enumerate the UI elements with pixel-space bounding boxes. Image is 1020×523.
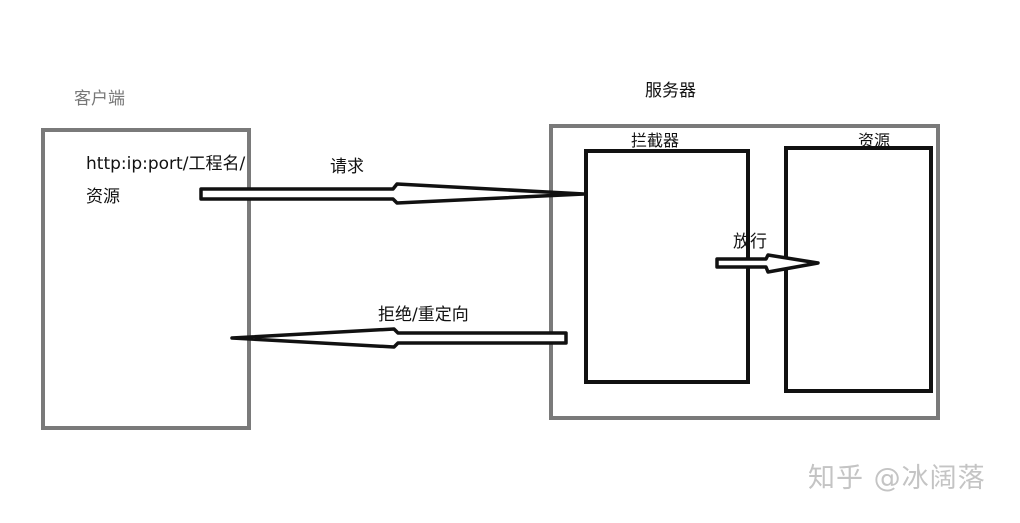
- reject-redirect-label: 拒绝/重定向: [378, 305, 469, 325]
- request-url-text-continued: 资源: [86, 187, 120, 207]
- server-label: 服务器: [645, 81, 696, 101]
- reject-arrow: [230, 327, 568, 349]
- request-label: 请求: [330, 157, 364, 177]
- pass-label: 放行: [733, 232, 767, 252]
- interceptor-label: 拦截器: [631, 131, 680, 150]
- client-box: [41, 128, 251, 430]
- watermark: 知乎 @冰阔落: [808, 463, 986, 494]
- resource-label: 资源: [858, 131, 891, 150]
- request-url-text: http:ip:port/工程名/: [86, 154, 246, 174]
- pass-arrow: [715, 253, 820, 274]
- client-label: 客户端: [74, 89, 125, 109]
- server-box: [549, 124, 940, 420]
- request-arrow: [199, 182, 586, 205]
